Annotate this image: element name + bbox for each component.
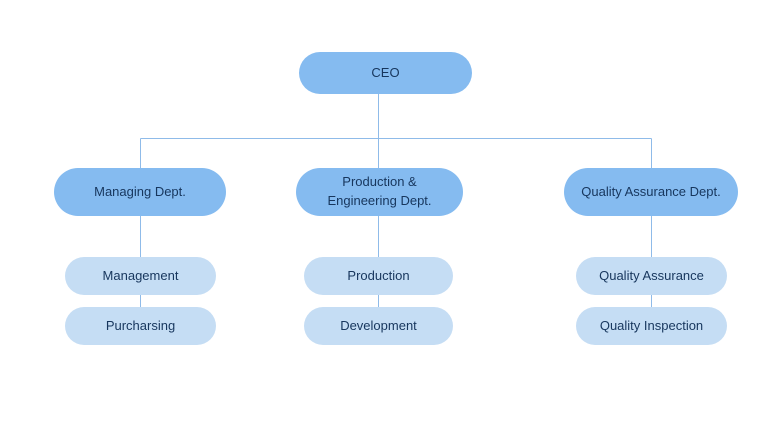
org-node-management: Management	[65, 257, 216, 295]
org-node-development: Development	[304, 307, 453, 345]
org-node-management-label: Management	[102, 267, 179, 283]
org-node-ceo: CEO	[299, 52, 472, 94]
org-node-ceo-label: CEO	[371, 64, 400, 80]
org-node-managing-dept: Managing Dept.	[54, 168, 226, 216]
org-node-managing-dept-label: Managing Dept.	[94, 183, 186, 199]
org-node-production-engineering-dept: Production & Engineering Dept.	[296, 168, 463, 216]
org-node-quality-assurance-dept: Quality Assurance Dept.	[564, 168, 738, 216]
org-node-development-label: Development	[340, 317, 417, 333]
org-node-quality-inspection: Quality Inspection	[576, 307, 727, 345]
org-node-production-label: Production	[347, 267, 410, 283]
org-node-production-engineering-dept-label: Production & Engineering Dept.	[327, 174, 432, 208]
org-node-purcharsing: Purcharsing	[65, 307, 216, 345]
org-node-quality-assurance-dept-label: Quality Assurance Dept.	[581, 183, 721, 199]
org-node-purcharsing-label: Purcharsing	[105, 317, 176, 333]
org-node-quality-assurance: Quality Assurance	[576, 257, 727, 295]
org-node-quality-inspection-label: Quality Inspection	[599, 317, 704, 333]
org-node-quality-assurance-label: Quality Assurance	[599, 267, 704, 283]
org-node-production: Production	[304, 257, 453, 295]
